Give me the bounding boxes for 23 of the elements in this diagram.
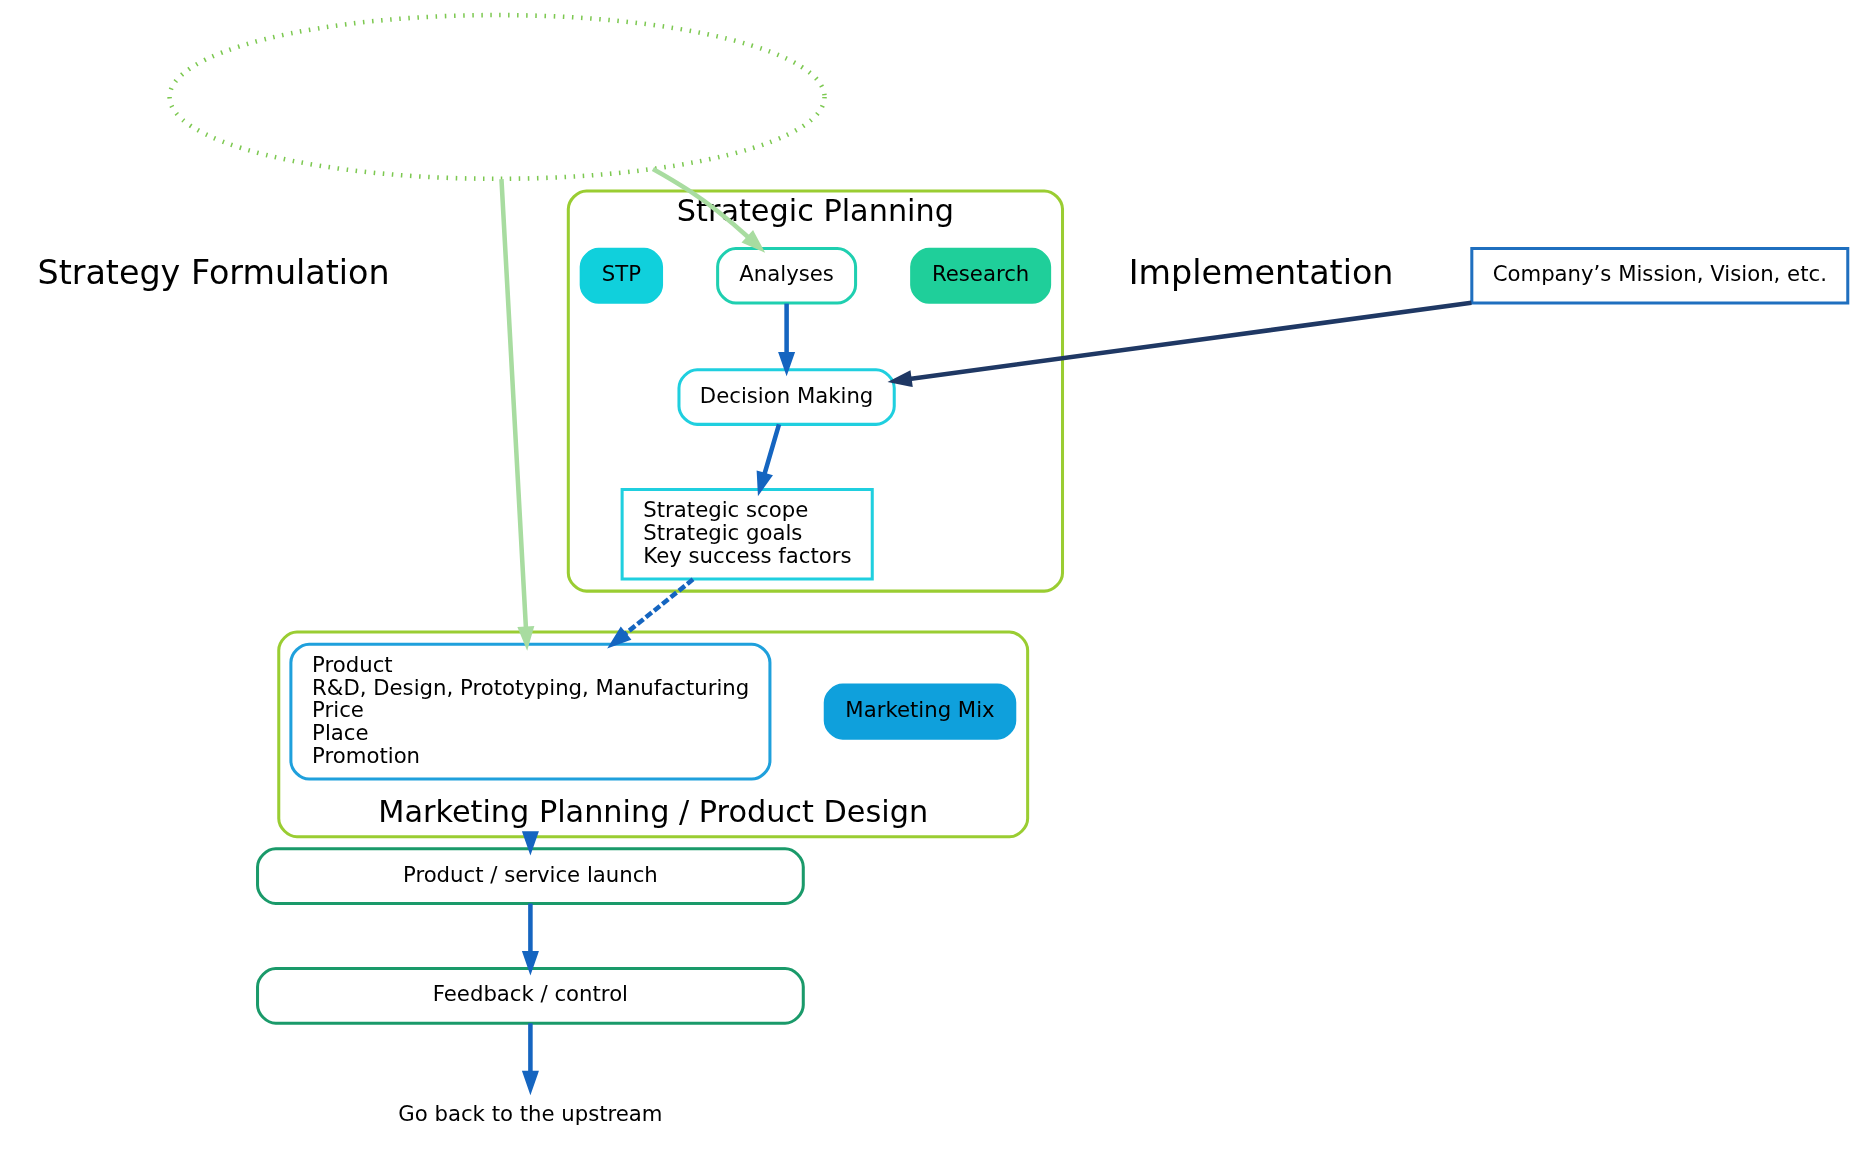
arrow: [756, 423, 782, 496]
arrow: [887, 300, 1472, 387]
node-box: Strategic scope Strategic goals Key success factors: [620, 487, 874, 580]
label: Implementation: [1128, 252, 1394, 292]
arrow: [651, 166, 766, 253]
arrow: [521, 830, 539, 856]
arrow: [521, 903, 539, 975]
arrow: [778, 303, 796, 376]
node-cloud: [167, 12, 827, 181]
node-box: Feedback / control: [256, 966, 805, 1025]
node-box: Company’s Mission, Vision, etc.: [1470, 246, 1850, 305]
arrow: [499, 178, 535, 651]
node-box: Product R&D, Design, Prototyping, Manufacturing Price Place Promotion: [289, 642, 772, 781]
node-box: STP: [579, 247, 664, 304]
node-box: Product / service launch: [256, 846, 805, 905]
node-box: Decision Making: [677, 367, 896, 426]
arrow: [521, 1022, 539, 1095]
node-box: Research: [910, 247, 1052, 304]
arrow: [607, 577, 695, 648]
node-text: Go back to the upstream: [398, 1100, 663, 1126]
node-box: Analyses: [716, 246, 858, 305]
node-box: Marketing Mix: [823, 683, 1017, 740]
label: Strategy Formulation: [37, 252, 390, 292]
